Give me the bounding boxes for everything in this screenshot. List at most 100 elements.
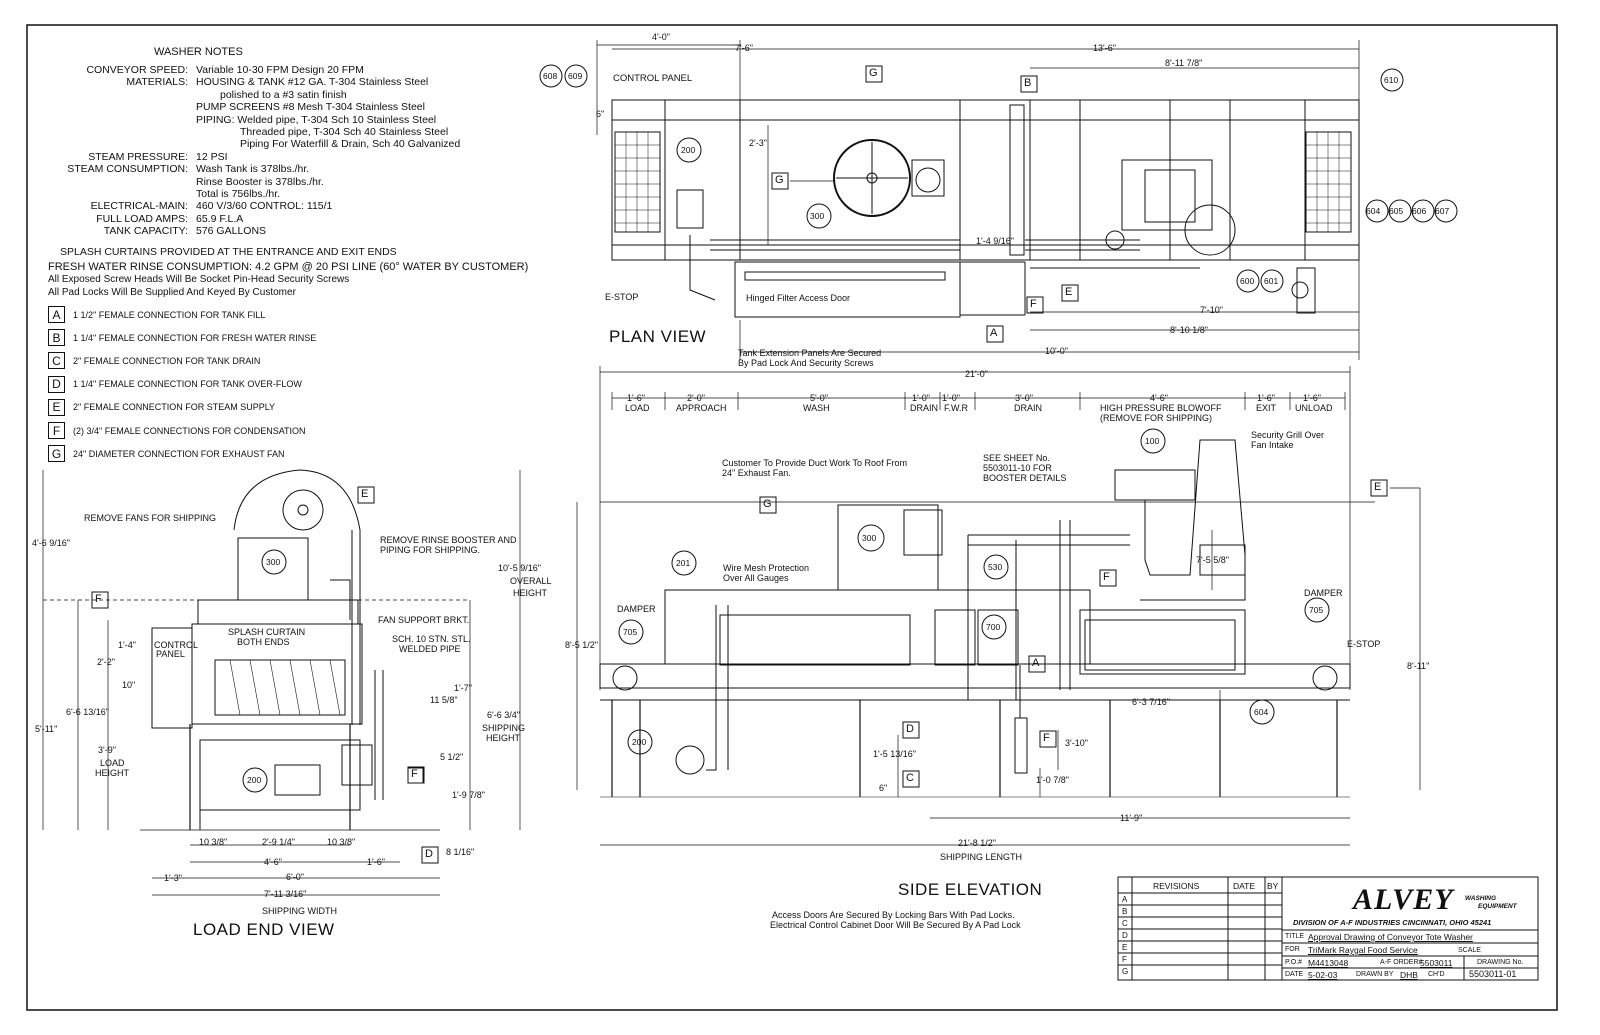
note-row: polished to a #3 satin finish (40, 89, 347, 102)
splash-curtain-1: SPLASH CURTAIN (228, 627, 306, 637)
load-height-dim: 3'-9" (98, 745, 116, 755)
side-callout: 705 (623, 627, 638, 637)
note-row: Threaded pipe, T-304 Sch 40 Stainless St… (40, 126, 448, 139)
side-key: F (1103, 571, 1110, 583)
side-footnote-2: Electrical Control Cabinet Door Will Be … (770, 920, 1021, 930)
revisions-header: REVISIONS (1153, 881, 1200, 891)
load-end-dimension: 10" (122, 680, 136, 690)
load-end-dimension: 11 5/8" (430, 695, 458, 705)
load-end-key: D (425, 848, 433, 860)
load-height-1: LOAD (100, 758, 125, 768)
connection-text: 1 1/4" FEMALE CONNECTION FOR FRESH WATER… (73, 332, 317, 343)
plan-callout: 604 (1366, 206, 1381, 216)
connection-key: D (48, 375, 65, 393)
general-note: All Pad Locks Will Be Supplied And Keyed… (48, 287, 296, 298)
note-value: Piping For Waterfill & Drain, Sch 40 Gal… (240, 138, 461, 151)
note-value: polished to a #3 satin finish (220, 88, 347, 101)
side-dimension: 1'-0 7/8" (1036, 775, 1069, 785)
revision-letter: F (1122, 955, 1127, 964)
title-label: TITLE (1285, 933, 1305, 940)
load-height-2: HEIGHT (95, 768, 130, 778)
note-value: PIPING: Welded pipe, T-304 Sch 10 Stainl… (196, 113, 437, 126)
plan-dimension: 7'-10" (1200, 305, 1223, 315)
note-value: 460 V/3/60 CONTROL: 115/1 (196, 200, 333, 213)
po-value: M4413048 (1308, 958, 1349, 968)
side-key: F (1043, 732, 1050, 744)
side-footnote-1: Access Doors Are Secured By Locking Bars… (772, 910, 1015, 920)
plan-dimension: 8'-11 7/8" (1165, 58, 1203, 68)
note-value: HOUSING & TANK #12 GA. T-304 Stainless S… (196, 76, 429, 89)
drawn-by-label: DRAWN BY (1356, 971, 1394, 978)
connection-key: E (48, 398, 65, 416)
load-end-dimension: 1'-7" (454, 683, 472, 693)
load-end-dimension: 1'-3" (164, 873, 182, 883)
side-dimension: 6" (879, 783, 888, 793)
note-row: Rinse Booster is 378lbs./hr. (40, 176, 324, 189)
load-end-dimension: 10 3/8" (199, 837, 228, 847)
side-callout: 100 (1145, 436, 1160, 446)
load-end-dimension: 7'-11 3/16" (264, 889, 307, 899)
zone-dimension: 4'-6" (1150, 393, 1168, 403)
plan-callout: 609 (568, 71, 583, 81)
plan-key: G (869, 67, 878, 79)
shipping-length-dim: 21'-8 1/2" (958, 838, 996, 848)
plan-callout: 610 (1384, 75, 1399, 85)
connection-key: F (48, 422, 65, 439)
scale-label: SCALE (1458, 947, 1481, 954)
mesh-note-1: Wire Mesh Protection (723, 563, 810, 573)
load-end-dimension: 2'-9 1/4" (262, 837, 295, 847)
connection-text: 24" DIAMETER CONNECTION FOR EXHAUST FAN (73, 448, 285, 459)
fan-support-note: FAN SUPPORT BRKT. (378, 615, 470, 625)
side-dimension: 8'-11" (1407, 661, 1430, 671)
zone-label: F.W.R (944, 403, 968, 413)
brand-sub-2: EQUIPMENT (1478, 903, 1517, 910)
side-key: D (906, 723, 914, 735)
plan-key: G (775, 174, 784, 186)
plan-callout: 300 (810, 211, 825, 221)
for-value: TriMark Raygal Food Service (1308, 945, 1418, 955)
af-value: 5503011 (1420, 958, 1453, 968)
side-dimension: 11'-9" (1120, 813, 1143, 823)
note-value: 12 PSI (196, 150, 228, 163)
zone-dimension: 1'-6" (627, 393, 645, 403)
po-label: P.O.# (1285, 959, 1302, 966)
note-label: STEAM PRESSURE: (88, 150, 188, 163)
brand-sub-1: WASHING (1465, 895, 1497, 902)
zone-label: DRAIN (910, 403, 939, 413)
drawn-by-value: DHB (1400, 970, 1418, 980)
load-end-dimension: 1'-4" (118, 640, 136, 650)
note-value: PUMP SCREENS #8 Mesh T-304 Stainless Ste… (196, 101, 425, 114)
note-value: Threaded pipe, T-304 Sch 40 Stainless St… (240, 126, 449, 138)
load-end-dimension: 6'-6 13/16" (66, 707, 109, 717)
load-end-callout: 200 (247, 775, 262, 785)
plan-tank-ext-note-1: Tank Extension Panels Are Secured (738, 348, 882, 358)
side-dimension: 6'-3 7/16" (1132, 697, 1170, 707)
plan-callout: 608 (543, 71, 558, 81)
note-row: TANK CAPACITY:576 GALLONS (40, 225, 266, 238)
checked-label: CH'D (1428, 971, 1445, 978)
sch-note-2: WELDED PIPE (399, 644, 461, 654)
zone-dimension: 5'-0" (810, 393, 828, 403)
shipping-height-2: HEIGHT (486, 733, 521, 743)
revisions-by-header: BY (1267, 881, 1279, 891)
note-label: TANK CAPACITY: (103, 225, 188, 238)
note-label: CONVEYOR SPEED: (86, 64, 188, 76)
blowoff-note: (REMOVE FOR SHIPPING) (1100, 413, 1213, 423)
drawing-no-label: DRAWING No. (1477, 959, 1524, 966)
side-callout: 705 (1309, 605, 1324, 615)
note-row: STEAM CONSUMPTION:Wash Tank is 378lbs./h… (40, 163, 309, 176)
plan-filter-door-label: Hinged Filter Access Door (746, 293, 851, 303)
load-end-key: F (95, 593, 102, 605)
plan-callout: 605 (1389, 206, 1404, 216)
shipping-length-label: SHIPPING LENGTH (940, 852, 1023, 862)
connection-text: 1 1/2" FEMALE CONNECTION FOR TANK FILL (73, 309, 266, 320)
note-row: STEAM PRESSURE: 12 PSI (40, 150, 228, 164)
connection-key: G (48, 445, 65, 463)
plan-callout: 601 (1264, 276, 1279, 286)
load-end-key: F (411, 768, 418, 780)
note-label: STEAM CONSUMPTION: (67, 163, 188, 176)
